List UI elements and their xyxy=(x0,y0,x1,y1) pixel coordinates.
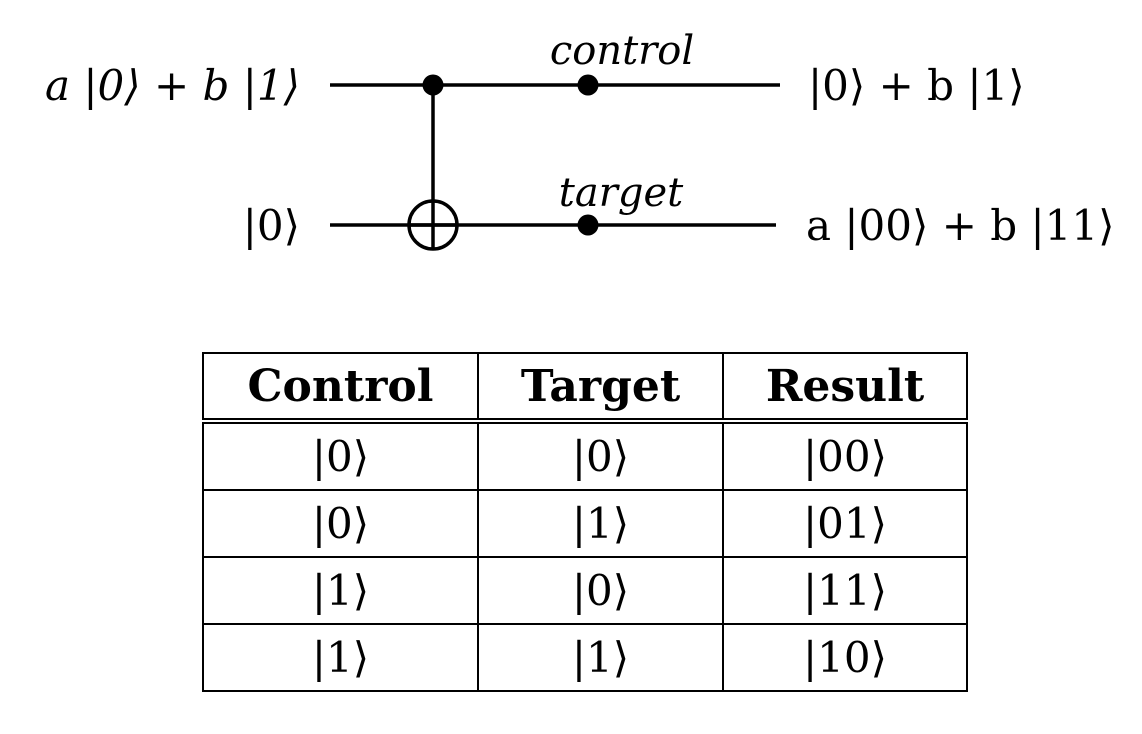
table-row: |1⟩ |1⟩ |10⟩ xyxy=(202,623,968,692)
cell-result: |00⟩ xyxy=(722,420,968,491)
cell-target: |0⟩ xyxy=(477,420,724,491)
input-state-top: a |0⟩ + b |1⟩ xyxy=(45,61,300,110)
control-dot xyxy=(577,74,599,96)
table-row: |0⟩ |0⟩ |00⟩ xyxy=(202,420,968,491)
table-header-row: Control Target Result xyxy=(202,352,968,424)
cnot-control-dot xyxy=(422,74,444,96)
output-state-top: |0⟩ + b |1⟩ xyxy=(808,61,1025,110)
cnot-circuit: a |0⟩ + b |1⟩ |0⟩ |0⟩ + b |1⟩ a |00⟩ + b… xyxy=(45,28,1114,251)
input-state-bottom: |0⟩ xyxy=(243,201,300,250)
cell-target: |1⟩ xyxy=(477,489,724,558)
cell-target: |0⟩ xyxy=(477,556,724,625)
control-label: control xyxy=(550,28,694,74)
cell-result: |01⟩ xyxy=(722,489,968,558)
column-header-target: Target xyxy=(477,352,724,424)
cell-result: |10⟩ xyxy=(722,623,968,692)
target-label: target xyxy=(559,170,684,216)
cnot-target-symbol xyxy=(407,199,459,251)
cnot-truth-table: Control Target Result |0⟩ |0⟩ |00⟩ |0⟩ |… xyxy=(202,352,968,692)
cell-result: |11⟩ xyxy=(722,556,968,625)
table-row: |1⟩ |0⟩ |11⟩ xyxy=(202,556,968,625)
cell-control: |1⟩ xyxy=(202,556,479,625)
cell-control: |0⟩ xyxy=(202,420,479,491)
target-dot xyxy=(577,214,599,236)
cell-control: |1⟩ xyxy=(202,623,479,692)
column-header-control: Control xyxy=(202,352,479,424)
output-state-bottom: a |00⟩ + b |11⟩ xyxy=(806,201,1114,250)
cell-target: |1⟩ xyxy=(477,623,724,692)
cell-control: |0⟩ xyxy=(202,489,479,558)
table-row: |0⟩ |1⟩ |01⟩ xyxy=(202,489,968,558)
column-header-result: Result xyxy=(722,352,968,424)
